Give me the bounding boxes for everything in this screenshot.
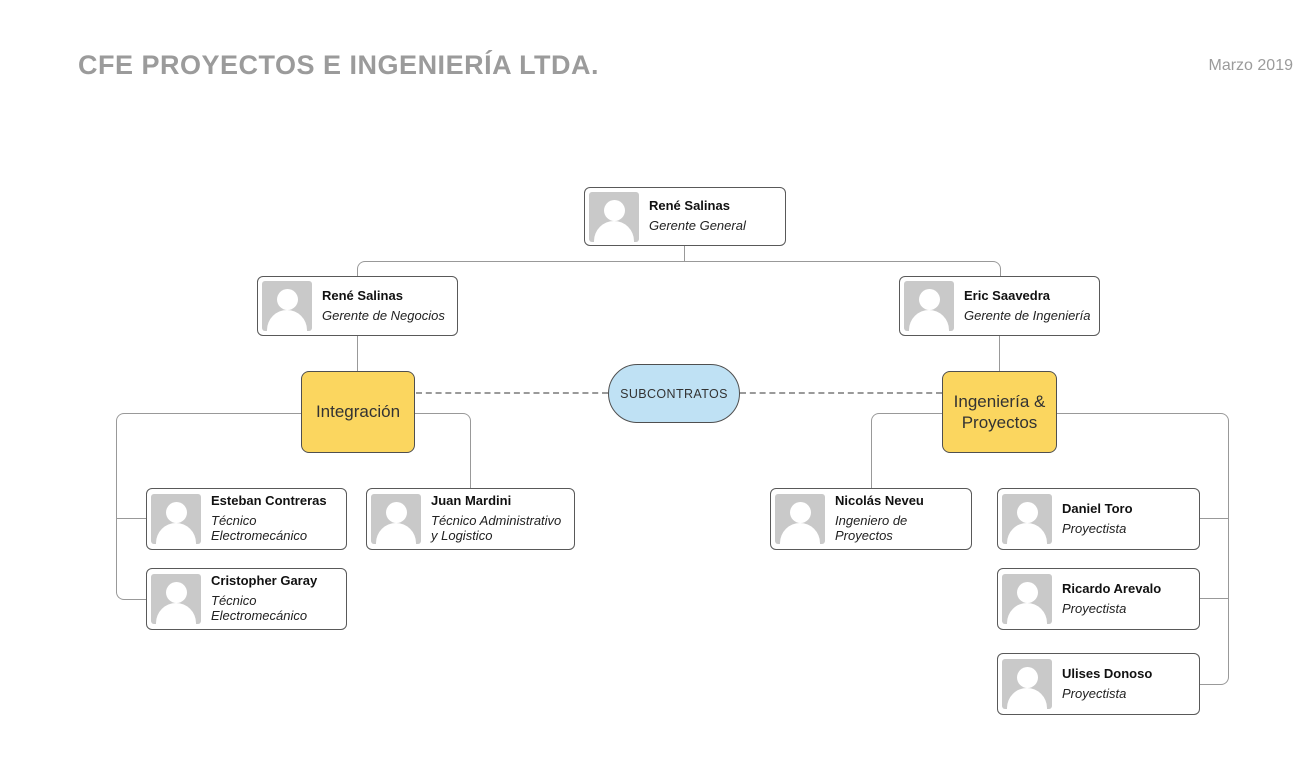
person-role: Gerente de Negocios [322,307,445,323]
person-avatar-icon [589,191,639,242]
person-card-nicolas-neveu: Nicolás Neveu Ingeniero de Proyectos [770,488,972,550]
person-avatar-icon [1002,574,1052,624]
person-role: Gerente de Ingeniería [964,307,1091,323]
person-card-gerente-ingenieria: Eric Saavedra Gerente de Ingeniería [899,276,1100,336]
person-role: Técnico Administrativo y Logistico [431,513,562,544]
person-card-ricardo-arevalo: Ricardo Arevalo Proyectista [997,568,1200,630]
person-role: Proyectista [1062,600,1127,616]
person-role: Ingeniero de Proyectos [835,513,908,544]
person-name: Daniel Toro [1062,500,1133,516]
connector-juan-elbow [415,413,471,489]
connector-negocios-drop [357,336,358,371]
person-avatar-icon [151,574,201,624]
connector-dashed-right [740,392,942,394]
person-role: Técnico Electromecánico [211,513,308,544]
person-role: Técnico Electromecánico [211,593,308,624]
group-box-ingenieria-proyectos: Ingeniería & Proyectos [942,371,1057,453]
person-name: Cristopher Garay [211,573,318,589]
person-role: Proyectista [1062,520,1127,536]
person-name: René Salinas [322,287,403,303]
person-card-gerente-general: René Salinas Gerente General [584,187,786,246]
person-name: Esteban Contreras [211,493,327,509]
person-card-gerente-negocios: René Salinas Gerente de Negocios [257,276,458,336]
person-avatar-icon [904,281,954,331]
connector-integracion-left-rail [116,413,302,593]
person-card-daniel-toro: Daniel Toro Proyectista [997,488,1200,550]
person-avatar-icon [371,494,421,544]
person-avatar-icon [262,281,312,331]
person-name: Ulises Donoso [1062,665,1153,681]
page-date: Marzo 2019 [1208,57,1294,74]
person-card-ulises-donoso: Ulises Donoso Proyectista [997,653,1200,715]
person-avatar-icon [775,494,825,544]
subcontratos-label: SUBCONTRATOS [620,386,728,401]
connector-ricardo-stub [1200,598,1228,599]
person-name: Juan Mardini [431,493,512,509]
person-avatar-icon [1002,494,1052,544]
person-role: Proyectista [1062,685,1127,701]
connector-nicolas-elbow [871,413,943,489]
connector-ingenieria-drop [999,336,1000,371]
subcontratos-node: SUBCONTRATOS [608,364,740,423]
connector-top-rail [357,261,1001,277]
connector-ulises-elbow [1200,676,1229,685]
connector-daniel-stub [1200,518,1228,519]
group-label: Ingeniería & Proyectos [953,391,1046,432]
connector-dashed-left [416,392,608,394]
person-card-juan-mardini: Juan Mardini Técnico Administrativo y Lo… [366,488,575,550]
person-card-cristopher-garay: Cristopher Garay Técnico Electromecánico [146,568,347,630]
person-name: Eric Saavedra [964,287,1051,303]
person-name: René Salinas [649,198,730,214]
person-avatar-icon [1002,659,1052,709]
connector-proyectos-right-rail [1057,413,1229,677]
group-box-integracion: Integración [301,371,415,453]
person-card-esteban-contreras: Esteban Contreras Técnico Electromecánic… [146,488,347,550]
person-role: Gerente General [649,218,746,234]
group-label: Integración [315,402,401,422]
connector-ceo-drop [684,246,685,261]
connector-cristopher-elbow [116,591,147,600]
page-title: CFE PROYECTOS E INGENIERÍA LTDA. [78,50,600,80]
person-name: Nicolás Neveu [835,493,924,509]
connector-esteban-stub [116,518,146,519]
person-name: Ricardo Arevalo [1062,580,1162,596]
person-avatar-icon [151,494,201,544]
